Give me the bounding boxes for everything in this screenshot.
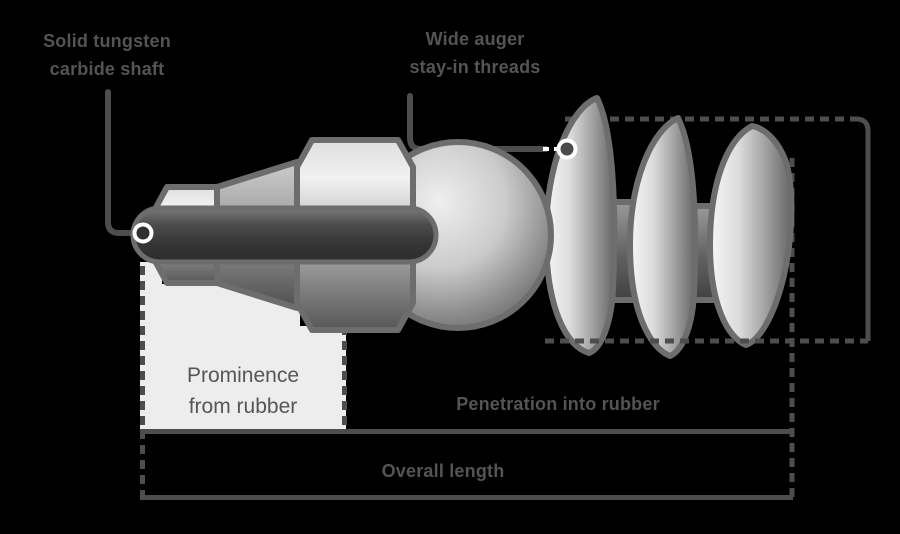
callout-auger-line1: Wide auger — [425, 29, 525, 49]
callout-auger-line2: stay-in threads — [409, 57, 541, 77]
prominence-box — [140, 262, 347, 430]
auger-blade-shape — [707, 123, 795, 348]
dimension-lines — [140, 429, 793, 500]
carbide-tip-marker-icon — [132, 222, 154, 244]
callout-carbide-shaft: Solid tungsten carbide shaft — [18, 27, 196, 83]
callout-carbide-line1: Solid tungsten — [43, 31, 171, 51]
thread-extent-bracket — [140, 116, 871, 497]
callout-auger-threads: Wide auger stay-in threads — [385, 25, 565, 81]
overall-length-label: Overall length — [381, 461, 505, 481]
prominence-label-line1: Prominence — [186, 364, 300, 387]
carbide-pin-shape — [130, 205, 439, 265]
prominence-label-line2: from rubber — [188, 395, 298, 418]
auger-leader-line — [407, 93, 549, 152]
penetration-label: Penetration into rubber — [456, 394, 660, 414]
carbide-leader-line — [105, 89, 134, 236]
leader-markers — [132, 138, 578, 244]
callout-carbide-line2: carbide shaft — [49, 59, 165, 79]
prominence-label: Prominence from rubber — [150, 360, 336, 422]
auger-blade-shape — [543, 95, 618, 356]
thread-marker-icon — [556, 138, 578, 160]
auger-blade-shape — [627, 115, 699, 359]
stud-illustration — [130, 95, 795, 359]
